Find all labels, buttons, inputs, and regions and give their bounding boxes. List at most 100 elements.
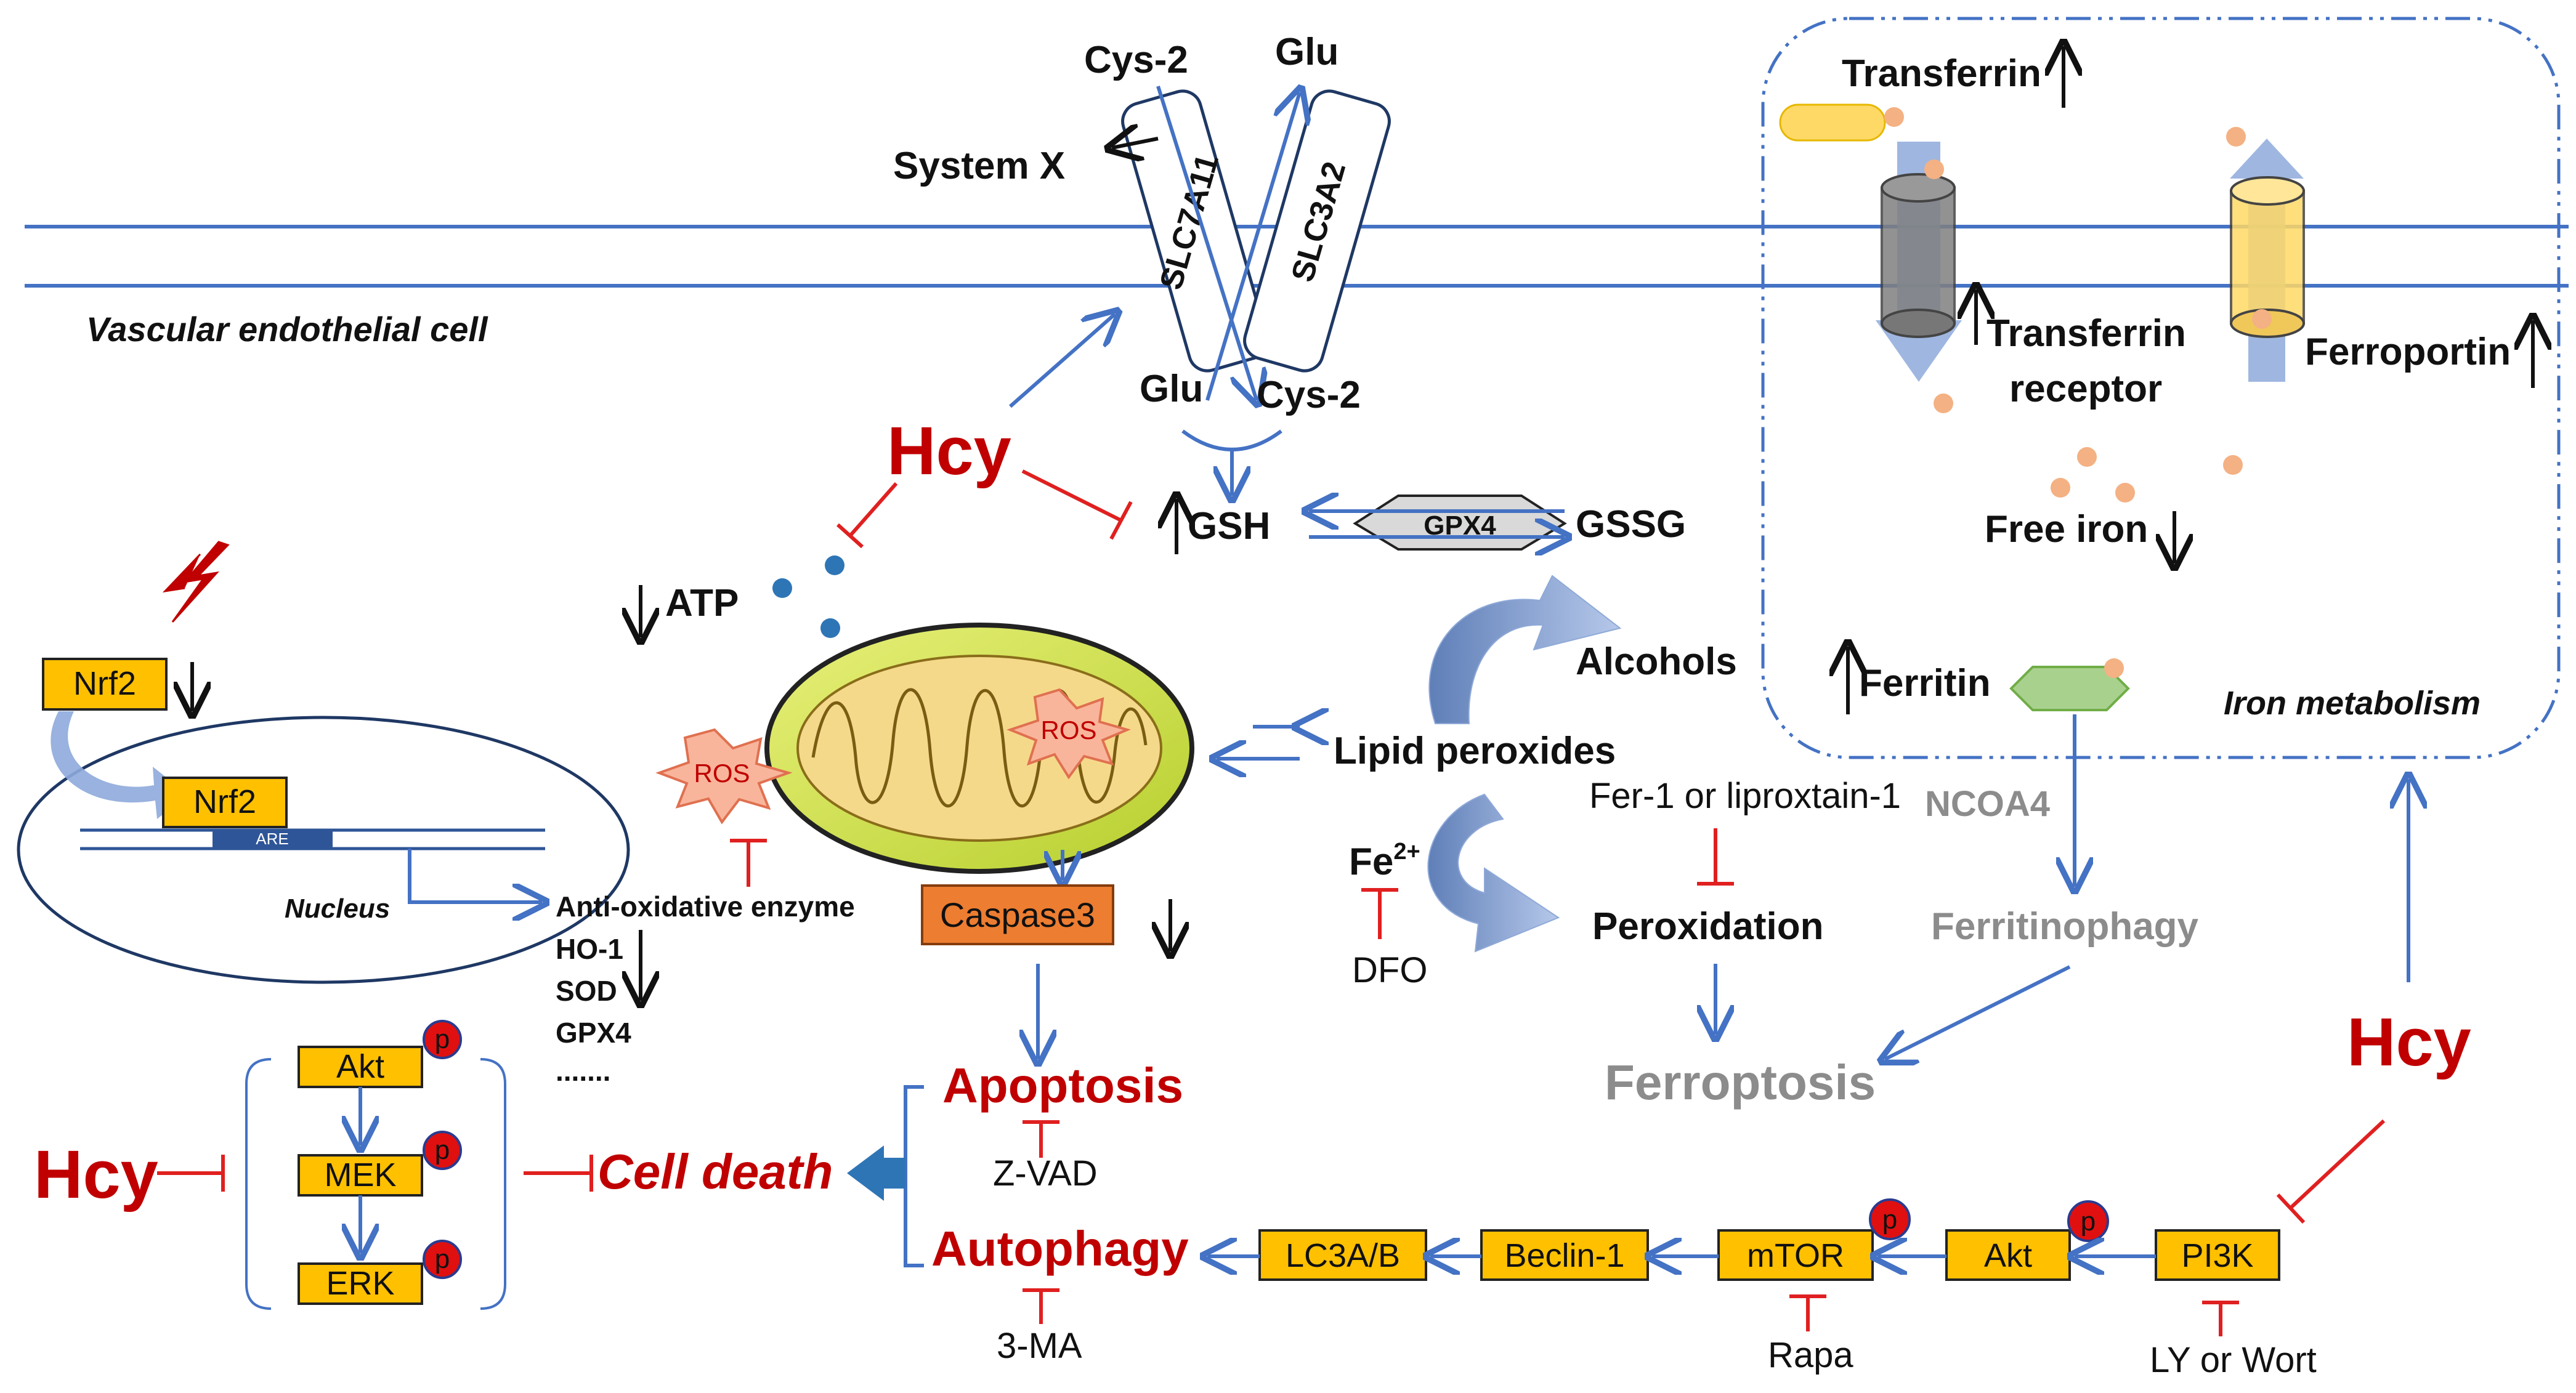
apoptosis-label: Apoptosis	[942, 1058, 1183, 1113]
hcy-inhibit-mito	[836, 482, 898, 549]
lc3-box	[1258, 1229, 1427, 1281]
ferritin-label: Ferritin	[1859, 662, 1991, 705]
nrf2-nucleus-label: Nrf2	[193, 783, 256, 820]
free-iron-particles	[2051, 447, 2243, 503]
fe-label: Fe2+	[1349, 839, 1420, 883]
ros-left-label: ROS	[694, 759, 750, 788]
ho1-label: HO-1	[556, 933, 623, 965]
ly-label: LY or Wort	[2150, 1340, 2317, 1380]
akt-left-p-label: p	[435, 1024, 450, 1054]
three-ma-inhibit	[1023, 1288, 1059, 1324]
fer1-label: Fer-1 or liproxtain-1	[1589, 776, 1901, 816]
free-iron-label: Free iron	[1985, 508, 2148, 551]
ferritin-protein	[2009, 666, 2130, 711]
slc7a11-transporter	[1121, 89, 1269, 373]
merge-to-gsh	[1181, 429, 1282, 496]
ly-inhibit	[2202, 1301, 2239, 1336]
transferrin-receptor-channel	[1881, 173, 1956, 338]
nrf2-nucleus-box	[162, 777, 288, 828]
transferrin-label: Transferrin	[1842, 52, 2041, 95]
anti-ox-label: Anti-oxidative enzyme	[556, 890, 855, 923]
hcy-left-inhibit	[157, 1155, 225, 1192]
akt-left-label: Akt	[336, 1048, 384, 1085]
fer1-inhibit	[1697, 828, 1734, 886]
caspase3-box	[921, 884, 1114, 945]
akt-right-p-label: p	[2081, 1206, 2096, 1237]
atp-label: ATP	[665, 582, 739, 624]
mek-inhibit-cell-death	[524, 1155, 593, 1192]
ferroptosis-label: Ferroptosis	[1605, 1055, 1876, 1110]
sod-label: SOD	[556, 975, 617, 1007]
to-cell-death-arrow	[847, 1145, 905, 1201]
ros-burst-mito	[1007, 688, 1131, 780]
hcy-right-inhibit-pi3k	[2276, 1119, 2386, 1224]
bracket-apoptosis-autophagy	[904, 1085, 924, 1267]
pi3k-label: PI3K	[2181, 1237, 2253, 1274]
are-label: ARE	[256, 830, 288, 848]
pi3k-box	[2155, 1229, 2280, 1281]
mtor-p-label: p	[1882, 1205, 1897, 1235]
lc3-label: LC3A/B	[1286, 1237, 1400, 1274]
stress-lightning-icon	[162, 541, 230, 623]
iron-metabolism-region	[1761, 17, 2561, 759]
glu-top-label: Glu	[1275, 31, 1339, 73]
cys2-top-label: Cys-2	[1084, 39, 1188, 81]
nrf2-box	[42, 658, 168, 711]
ferritinophagy-label: Ferritinophagy	[1931, 905, 2199, 948]
dfo-inhibit	[1361, 888, 1398, 939]
erk-p-label: p	[435, 1244, 450, 1274]
transferrin-protein	[1779, 103, 1886, 142]
autophagy-label: Autophagy	[931, 1221, 1189, 1276]
mitochondrion	[764, 623, 1194, 874]
mtor-label: mTOR	[1747, 1237, 1844, 1274]
mek-p	[423, 1131, 462, 1170]
gsh-label: GSH	[1188, 505, 1270, 547]
fe-to-peroxidation-curve	[1427, 793, 1560, 953]
ferroportin-label: Ferroportin	[2305, 331, 2511, 373]
tfr-label-2: receptor	[2009, 368, 2162, 410]
akt-right-box	[1945, 1229, 2071, 1281]
peroxidation-label: Peroxidation	[1592, 905, 1824, 948]
rapa-inhibit	[1789, 1294, 1826, 1331]
hcy-inhibit-gsh	[1021, 469, 1133, 540]
system-x-transporter: SLC7A11 SLC3A2	[1121, 86, 1391, 401]
hcy-to-slc7a11-arrow	[1009, 314, 1115, 408]
gpx4-list-label: GPX4	[556, 1017, 631, 1049]
mek-box	[298, 1154, 423, 1197]
nucleus	[17, 716, 630, 984]
akt-right-label: Akt	[1984, 1237, 2032, 1274]
hcy-center: Hcy	[887, 413, 1011, 489]
system-x-down-arrow	[1112, 139, 1159, 148]
beclin-box	[1480, 1229, 1649, 1281]
caspase3-label: Caspase3	[940, 895, 1095, 934]
iron-metabolism-label: Iron metabolism	[2224, 685, 2481, 722]
lipid-peroxides-label: Lipid peroxides	[1334, 730, 1616, 772]
zvad-label: Z-VAD	[993, 1153, 1098, 1193]
are-to-enzymes-arrow	[408, 849, 542, 902]
ellipsis-label: .......	[556, 1055, 610, 1087]
ros-mito-label: ROS	[1040, 716, 1096, 745]
dfo-label: DFO	[1352, 950, 1427, 990]
gssg-label: GSSG	[1576, 503, 1686, 546]
erk-label: ERK	[326, 1265, 394, 1302]
nucleus-label: Nucleus	[285, 894, 390, 924]
rapa-label: Rapa	[1768, 1335, 1853, 1375]
cys2-import-arrow	[1156, 86, 1257, 400]
cys2-bottom-label: Cys-2	[1257, 374, 1361, 416]
glu-export-arrow	[1205, 92, 1300, 401]
erk-box	[298, 1262, 423, 1305]
cell-death-label: Cell death	[597, 1144, 833, 1199]
beclin-label: Beclin-1	[1504, 1237, 1624, 1274]
ferroportin-channel	[2230, 176, 2305, 338]
mek-p-label: p	[435, 1135, 450, 1165]
glu-bottom-label: Glu	[1140, 368, 1203, 410]
hcy-right: Hcy	[2347, 1004, 2471, 1080]
tfr-label-1: Transferrin	[1987, 312, 2186, 355]
slc3a2-transporter	[1243, 89, 1391, 373]
ferritinophagy-to-ferroptosis	[1885, 965, 2071, 1059]
anti-ox-inhibit-ros	[730, 839, 767, 887]
ncoa4-label: NCOA4	[1925, 784, 2050, 824]
ros-burst-left	[655, 728, 793, 825]
cell-label: Vascular endothelial cell	[86, 310, 488, 349]
